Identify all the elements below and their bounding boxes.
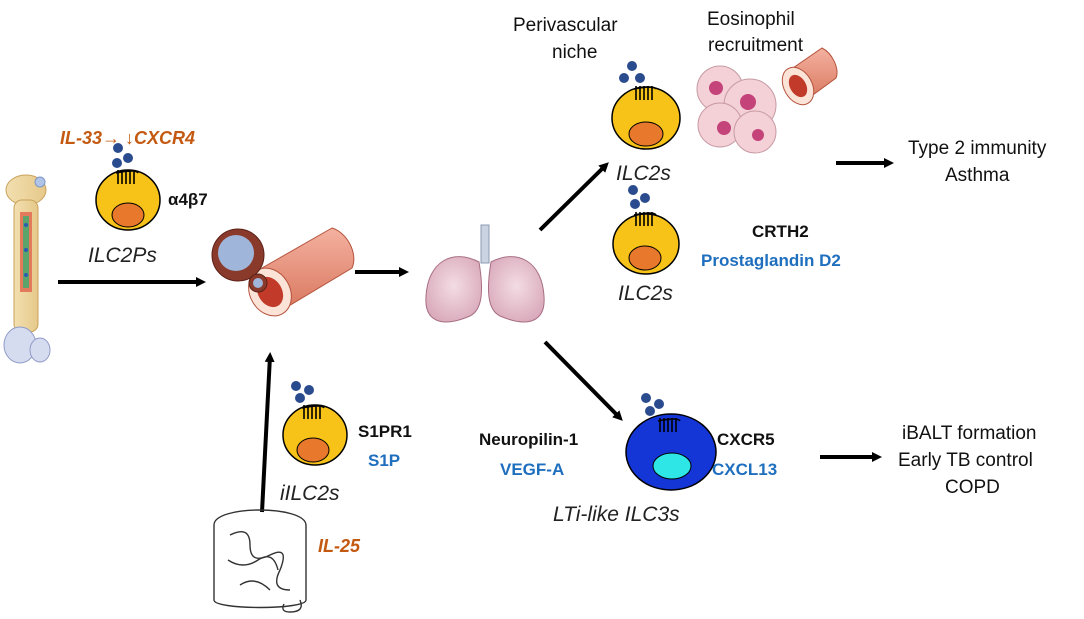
ilc2s-top-label: ILC2s xyxy=(616,162,671,185)
outcome-type2-line2: Asthma xyxy=(945,165,1010,186)
cxcl13-label: CXCL13 xyxy=(712,460,777,479)
eosinophil-illustration xyxy=(696,47,838,154)
ilc2p-cell xyxy=(95,143,161,231)
intestine-illustration xyxy=(213,509,307,613)
vegfa-label: VEGF-A xyxy=(500,460,564,479)
ilc2s-mid-label: ILC2s xyxy=(618,282,673,305)
arrow-lung-to-ilc2 xyxy=(538,162,609,232)
outcome-ibalt-line2: Early TB control xyxy=(898,450,1033,471)
outcome-ibalt-line1: iBALT formation xyxy=(902,423,1036,444)
ilc2-cell-perivascular xyxy=(611,61,681,150)
s1p-label: S1P xyxy=(368,451,400,470)
perivascular-line2: niche xyxy=(552,42,597,63)
lti-ilc3s-label: LTi-like ILC3s xyxy=(553,503,680,526)
lti-ilc3-cell xyxy=(625,393,717,491)
ilc2ps-label: ILC2Ps xyxy=(88,244,157,267)
lungs-illustration xyxy=(425,224,545,323)
flow-arrows xyxy=(58,158,894,513)
iilc2s-label: iILC2s xyxy=(280,482,340,505)
perivascular-line1: Perivascular xyxy=(513,15,618,36)
pgd2-label: Prostaglandin D2 xyxy=(701,251,841,270)
crth2-label: CRTH2 xyxy=(752,222,809,241)
ilc2-cell-crth2 xyxy=(612,185,680,275)
bone-marrow-illustration xyxy=(3,174,51,364)
eosinophil-line1: Eosinophil xyxy=(707,9,795,30)
outcome-type2-line1: Type 2 immunity xyxy=(908,138,1047,159)
arrow-gut-to-vessel xyxy=(260,352,275,513)
blood-vessel-illustration xyxy=(211,227,355,317)
eosinophil-line2: recruitment xyxy=(708,35,804,56)
il25-label: IL-25 xyxy=(318,536,361,556)
neuropilin-label: Neuropilin-1 xyxy=(479,430,578,449)
il33-cxcr4-label: IL-33→ ↓CXCR4 xyxy=(60,128,195,148)
outcome-ibalt-line3: COPD xyxy=(945,477,1000,498)
arrow-lung-to-ilc3 xyxy=(543,340,623,421)
s1pr1-label: S1PR1 xyxy=(358,422,412,441)
cxcr5-label: CXCR5 xyxy=(717,430,775,449)
a4b7-label: α4β7 xyxy=(168,190,208,209)
iilc2-cell xyxy=(282,381,348,466)
